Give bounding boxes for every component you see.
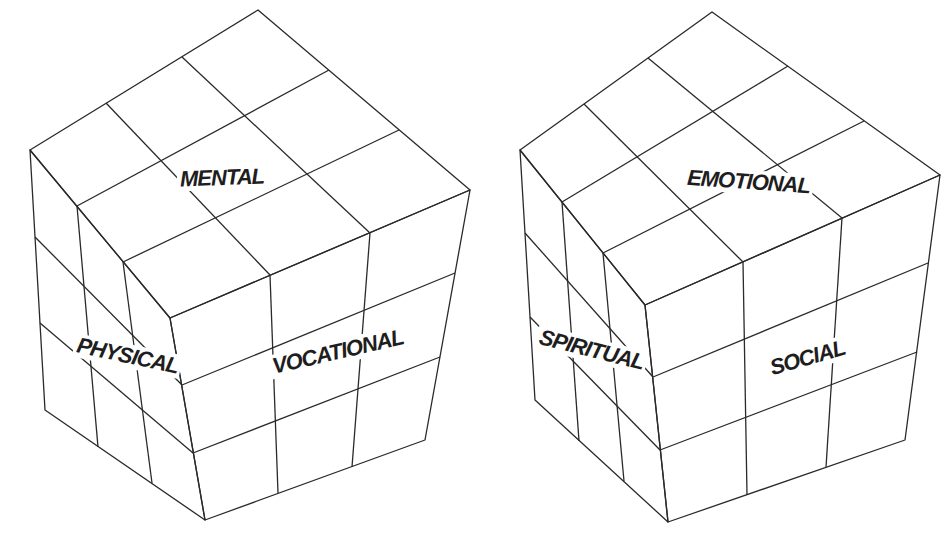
cube-top-face (30, 10, 470, 318)
face-label: SOCIAL (765, 335, 852, 381)
left-cube (30, 10, 470, 520)
face-label: MENTAL (177, 164, 268, 191)
cube-right-face (170, 190, 470, 520)
face-label: SPIRITUAL (534, 325, 650, 376)
cube-top-face (520, 12, 940, 305)
right-cube (520, 12, 940, 522)
face-label: VOCATIONAL (267, 324, 409, 379)
cube-right-face (645, 175, 940, 522)
cube-left-face (30, 150, 205, 520)
cube-left-face (520, 150, 668, 522)
face-label: PHYSICAL (72, 333, 184, 379)
face-label: EMOTIONAL (683, 165, 813, 198)
